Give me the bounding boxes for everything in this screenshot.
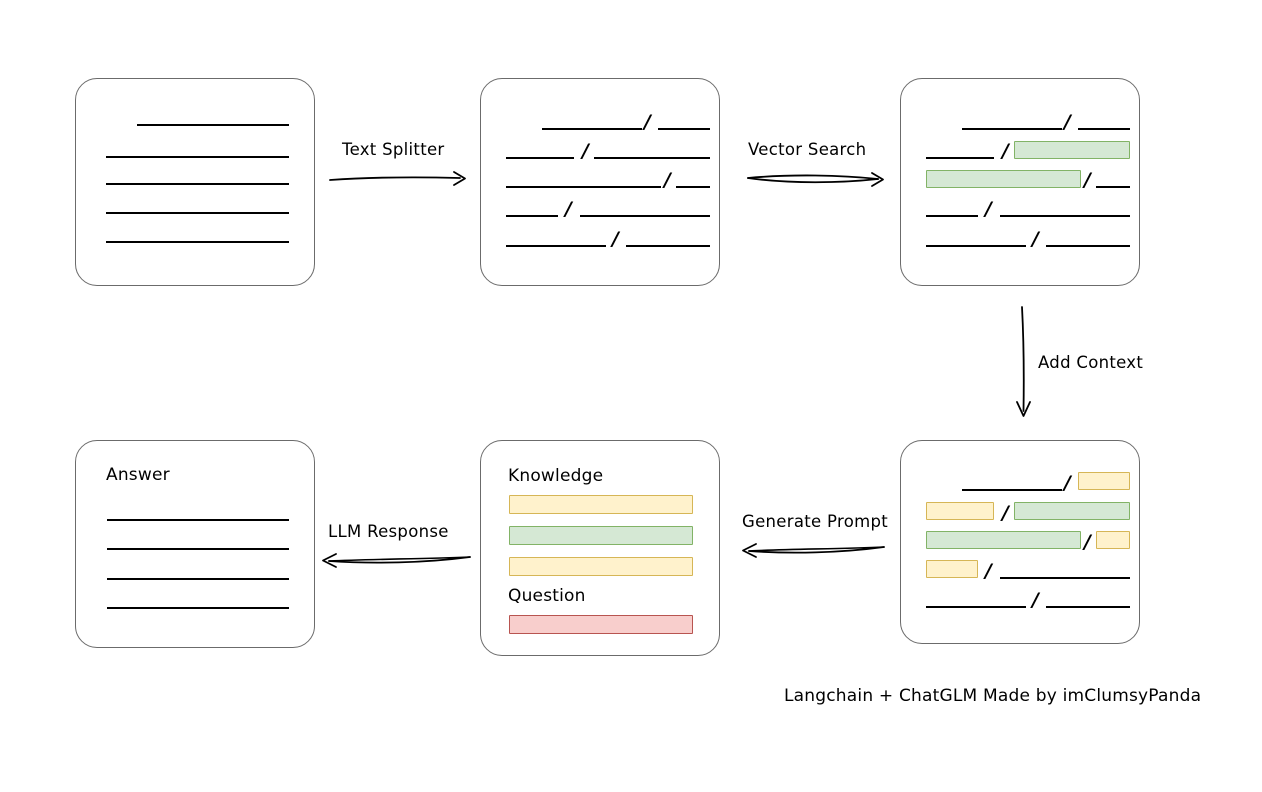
text-line (106, 156, 289, 158)
split-slash: / (582, 140, 589, 162)
text-line (1046, 245, 1130, 247)
edge-text-splitter: Text Splitter (328, 140, 468, 190)
edge-label-generate-prompt: Generate Prompt (742, 512, 888, 531)
footer-credit: Langchain + ChatGLM Made by imClumsyPand… (784, 686, 1202, 706)
edge-vector-search: Vector Search (746, 140, 886, 190)
highlight-chip-green (1014, 502, 1130, 520)
knowledge-bar-yellow (509, 557, 693, 576)
node-answer[interactable]: Answer (75, 440, 315, 648)
text-line (107, 548, 289, 550)
text-line (542, 128, 642, 130)
text-line (137, 124, 289, 126)
text-line (1096, 186, 1130, 188)
text-line (107, 607, 289, 609)
source-document-lines (76, 79, 314, 285)
highlight-chip-yellow (926, 560, 978, 578)
split-slash: / (985, 560, 992, 582)
node-split-document[interactable]: / / / / / (480, 78, 720, 286)
text-line (676, 186, 710, 188)
split-slash: / (1032, 228, 1039, 250)
node-context-document[interactable]: / / / / / (900, 440, 1140, 644)
highlight-chip-green (926, 170, 1081, 188)
text-line (580, 215, 710, 217)
question-label: Question (508, 586, 586, 606)
text-line (506, 215, 558, 217)
node-retrieved-document[interactable]: / / / / / (900, 78, 1140, 286)
text-line (107, 578, 289, 580)
knowledge-label: Knowledge (508, 466, 604, 486)
split-slash: / (1002, 140, 1009, 162)
arrow-left-icon (322, 553, 471, 568)
text-line (506, 186, 661, 188)
text-line (506, 157, 574, 159)
text-line (926, 215, 978, 217)
split-slash: / (644, 111, 651, 133)
arrow-right-icon (329, 171, 466, 186)
answer-contents: Answer (76, 441, 314, 647)
knowledge-bar-yellow (509, 495, 693, 514)
text-line (626, 245, 710, 247)
prompt-contents: Knowledge Question (481, 441, 719, 655)
text-line (107, 519, 289, 521)
text-line (658, 128, 710, 130)
knowledge-bar-green (509, 526, 693, 545)
context-document-lines: / / / / / (901, 441, 1139, 643)
text-line (962, 128, 1062, 130)
split-slash: / (1032, 589, 1039, 611)
edge-llm-response: LLM Response (320, 522, 472, 572)
retrieved-document-lines: / / / / / (901, 79, 1139, 285)
highlight-chip-yellow (926, 502, 994, 520)
text-line (106, 212, 289, 214)
split-slash: / (1084, 531, 1091, 553)
text-line (506, 245, 606, 247)
node-source-document[interactable] (75, 78, 315, 286)
text-line (106, 183, 289, 185)
node-prompt[interactable]: Knowledge Question (480, 440, 720, 656)
text-line (962, 489, 1062, 491)
text-line (106, 241, 289, 243)
split-slash: / (1064, 472, 1071, 494)
highlight-chip-yellow (1078, 472, 1130, 490)
split-slash: / (985, 198, 992, 220)
split-slash: / (565, 198, 572, 220)
answer-label: Answer (106, 465, 170, 485)
text-line (1000, 215, 1130, 217)
edge-label-llm-response: LLM Response (328, 522, 449, 541)
split-slash: / (1064, 111, 1071, 133)
split-slash: / (1084, 169, 1091, 191)
text-line (926, 245, 1026, 247)
highlight-chip-green (1014, 141, 1130, 159)
highlight-chip-yellow (1096, 531, 1130, 549)
edge-add-context: Add Context (1012, 305, 1152, 420)
split-slash: / (612, 228, 619, 250)
split-document-lines: / / / / / (481, 79, 719, 285)
edge-label-vector-search: Vector Search (748, 140, 867, 159)
edge-generate-prompt: Generate Prompt (740, 512, 888, 562)
text-line (1078, 128, 1130, 130)
text-line (1046, 606, 1130, 608)
arrow-down-icon (1016, 306, 1031, 417)
text-line (926, 606, 1026, 608)
arrow-left-icon (742, 543, 885, 558)
text-line (1000, 577, 1130, 579)
split-slash: / (1002, 502, 1009, 524)
arrow-right-icon (747, 172, 884, 187)
highlight-chip-green (926, 531, 1081, 549)
split-slash: / (664, 169, 671, 191)
edge-label-text-splitter: Text Splitter (342, 140, 445, 159)
text-line (926, 157, 994, 159)
text-line (594, 157, 710, 159)
edge-label-add-context: Add Context (1038, 353, 1144, 372)
question-bar-red (509, 615, 693, 634)
